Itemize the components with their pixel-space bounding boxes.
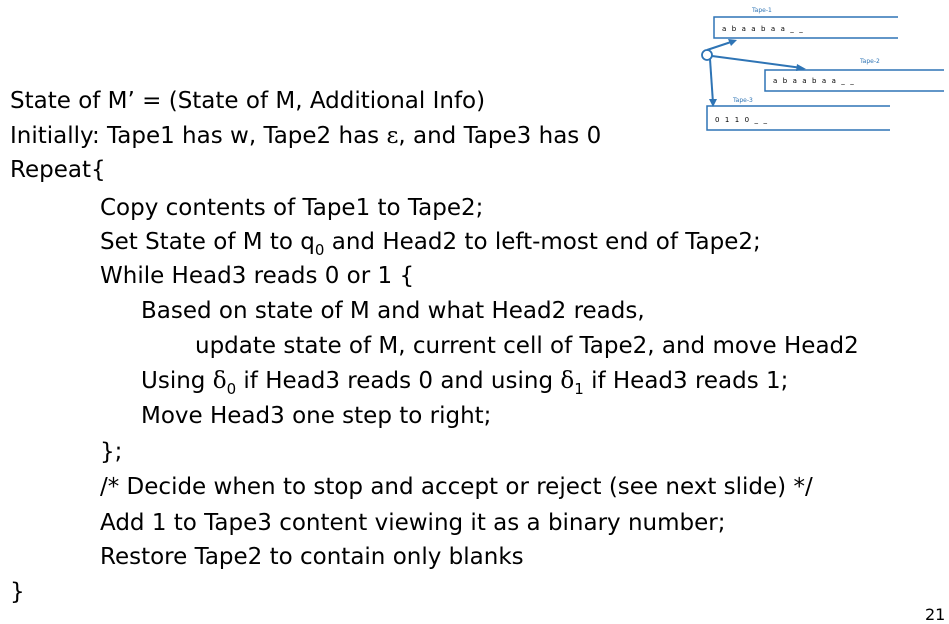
tape-3-label: Tape-3 xyxy=(732,97,753,104)
line-comment: /* Decide when to stop and accept or rej… xyxy=(100,474,813,500)
tape-2-label: Tape-2 xyxy=(859,58,880,65)
line-while: While Head3 reads 0 or 1 { xyxy=(100,263,415,289)
line-repeat-close: } xyxy=(10,579,25,605)
arrow-to-tape-3 xyxy=(709,58,714,104)
line-set-state: Set State of M to q0 and Head2 to left-m… xyxy=(100,229,761,259)
tape-3: Tape-3 0 1 1 0 _ _ xyxy=(706,97,890,131)
delta-symbol: δ xyxy=(560,368,575,394)
control-state-circle xyxy=(701,49,713,61)
arrow-to-tape-2 xyxy=(711,55,803,69)
tape-1: Tape-1 a b a a b a a _ _ xyxy=(713,7,898,39)
tape-2-content: a b a a b a a _ _ xyxy=(773,77,855,85)
line-using-delta: Using δ0 if Head3 reads 0 and using δ1 i… xyxy=(141,368,789,398)
delta-subscript-1: 1 xyxy=(574,380,584,398)
arrowhead-tape-2 xyxy=(796,64,806,71)
tape-2: Tape-2 a b a a b a a _ _ xyxy=(764,58,944,92)
line-repeat-open: Repeat{ xyxy=(10,157,106,183)
line-initially: Initially: Tape1 has w, Tape2 has ε, and… xyxy=(10,123,602,149)
arrowhead-tape-1 xyxy=(728,39,737,46)
line-state-definition: State of M’ = (State of M, Additional In… xyxy=(10,88,486,114)
tape-3-content: 0 1 1 0 _ _ xyxy=(715,116,769,124)
tape-diagram: Tape-1 a b a a b a a _ _ Tape-2 a b a a … xyxy=(701,7,944,131)
line-restore: Restore Tape2 to contain only blanks xyxy=(100,544,524,570)
line-copy-contents: Copy contents of Tape1 to Tape2; xyxy=(100,195,484,221)
tape-1-content: a b a a b a a _ _ xyxy=(722,25,804,33)
epsilon-symbol: ε xyxy=(386,123,399,149)
delta-subscript-0: 0 xyxy=(226,380,237,398)
q-subscript: 0 xyxy=(314,241,325,259)
line-move-head3: Move Head3 one step to right; xyxy=(141,403,492,429)
delta-symbol: δ xyxy=(212,368,227,394)
page-number: 21 xyxy=(925,605,946,624)
tape-1-label: Tape-1 xyxy=(751,7,772,14)
control-unit xyxy=(701,39,806,107)
line-add-one: Add 1 to Tape3 content viewing it as a b… xyxy=(100,510,726,536)
line-based-on: Based on state of M and what Head2 reads… xyxy=(141,298,645,324)
line-update-state: update state of M, current cell of Tape2… xyxy=(195,333,859,359)
arrowhead-tape-3 xyxy=(709,99,717,107)
line-while-close: }; xyxy=(100,439,123,465)
